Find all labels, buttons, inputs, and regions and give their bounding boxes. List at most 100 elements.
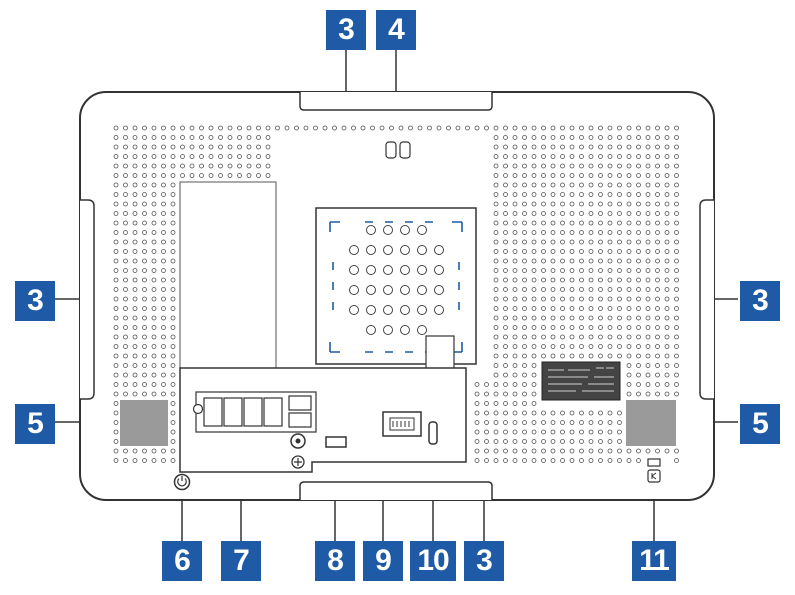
vent-dot [208, 144, 214, 150]
vent-dot [550, 144, 556, 150]
vent-dot [541, 315, 546, 321]
vent-dot [636, 372, 641, 378]
vent-dot [664, 258, 670, 264]
vent-dot [170, 420, 176, 425]
vent-dot [113, 201, 119, 207]
vent-dot [550, 125, 556, 131]
vent-dot [550, 201, 556, 207]
vent-dot [541, 144, 546, 150]
vent-dot [645, 220, 651, 226]
vent-dot [436, 125, 442, 131]
vent-dot [170, 344, 176, 349]
vent-dot [360, 125, 366, 131]
vent-dot [674, 372, 679, 378]
vent-dot [674, 125, 679, 131]
vent-dot [132, 211, 138, 216]
vent-dot [512, 315, 518, 321]
vent-dot [113, 239, 119, 245]
vent-dot [645, 287, 651, 292]
vent-dot [626, 173, 632, 178]
vent-dot [132, 372, 138, 378]
vent-dot [474, 125, 480, 131]
vent-dot [598, 268, 603, 273]
speaker-right [626, 400, 676, 446]
vent-dot [607, 315, 613, 321]
vent-dot [142, 211, 147, 216]
vent-dot [636, 173, 641, 178]
vent-dot [189, 144, 195, 150]
vent-dot [142, 144, 147, 150]
vent-dot [151, 230, 157, 235]
vesa-hole [434, 285, 444, 295]
vent-dot [674, 382, 679, 387]
vent-dot [170, 363, 176, 368]
vent-dot [123, 363, 128, 368]
vent-dot [341, 125, 347, 131]
vent-dot [598, 163, 603, 169]
vent-dot [655, 258, 660, 264]
vent-dot [541, 325, 546, 330]
vent-dot [569, 334, 575, 340]
vent-dot [493, 154, 499, 159]
vent-dot [132, 135, 138, 140]
vent-dot [569, 249, 575, 254]
vent-dot [531, 420, 537, 425]
vent-dot [170, 439, 176, 444]
vent-dot [503, 154, 508, 159]
vent-dot [512, 125, 518, 131]
vent-dot [522, 277, 527, 283]
vent-dot [531, 296, 537, 302]
vent-dot [550, 325, 556, 330]
vent-dot [512, 144, 518, 150]
vent-dot [180, 163, 185, 169]
vent-dot [161, 192, 166, 197]
io-panel [179, 367, 467, 473]
vent-dot [579, 201, 584, 207]
vent-dot [664, 268, 670, 273]
vent-dot [579, 144, 584, 150]
vent-dot [161, 363, 166, 368]
vent-dot [569, 230, 575, 235]
vent-dot [531, 277, 537, 283]
top-latch-icon [385, 141, 411, 159]
vent-dot [503, 144, 508, 150]
vent-dot [142, 135, 147, 140]
vent-dot [560, 163, 565, 169]
vent-dot [598, 287, 603, 292]
vent-dot [541, 439, 546, 444]
vent-dot [531, 201, 537, 207]
vent-dot [550, 429, 556, 435]
vent-dot [674, 315, 679, 321]
vent-dot [503, 458, 508, 463]
vent-dot [645, 334, 651, 340]
vent-dot [674, 258, 679, 264]
vent-dot [218, 125, 223, 131]
vent-dot [208, 135, 214, 140]
vent-dot [550, 154, 556, 159]
vent-dot [626, 201, 632, 207]
vent-dot [541, 410, 546, 416]
vent-dot [151, 239, 157, 245]
vent-dot [645, 144, 651, 150]
dc-power-jack [290, 433, 306, 449]
vent-dot [560, 230, 565, 235]
vent-dot [560, 410, 565, 416]
vent-dot [170, 429, 176, 435]
vent-dot [626, 458, 632, 463]
vent-dot [598, 144, 603, 150]
vesa-hole [366, 305, 376, 315]
vent-dot [227, 163, 233, 169]
vent-dot [617, 192, 622, 197]
vent-dot [569, 439, 575, 444]
vent-dot [655, 277, 660, 283]
vent-dot [493, 230, 499, 235]
vesa-hole [417, 305, 427, 315]
vesa-hole [434, 305, 444, 315]
vent-dot [645, 211, 651, 216]
vent-dot [493, 268, 499, 273]
vent-dot [503, 334, 508, 340]
vent-dot [560, 268, 565, 273]
vent-dot [484, 420, 489, 425]
callout-11: 11 [632, 541, 676, 581]
vent-dot [636, 163, 641, 169]
